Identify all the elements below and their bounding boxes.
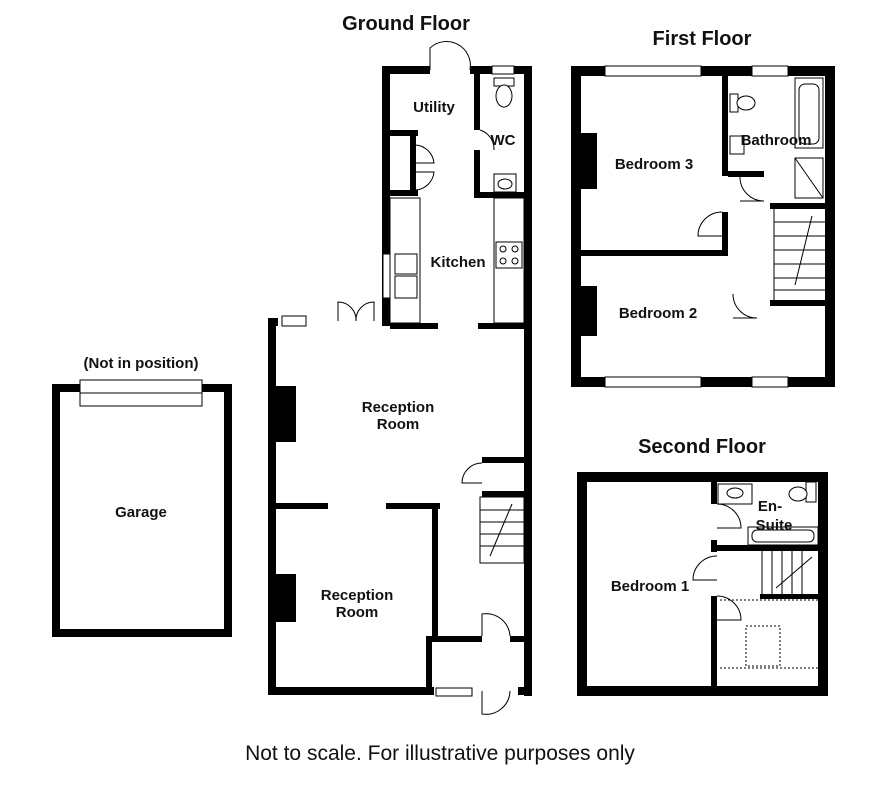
bedroom-2-label: Bedroom 2 [619,305,697,322]
bathroom-basin [729,135,745,155]
first-floor-plan: First Floor [571,28,835,388]
cupboard-door-lower [415,171,435,191]
bedroom-3-window [604,65,702,77]
reception-room-1-label-line1: Reception [362,399,435,416]
ensuite-toilet [788,486,808,502]
first-floor-staircase [773,209,825,300]
kitchen-sink [394,253,418,275]
bedroom-2-window-left [604,376,702,388]
french-door-left [337,301,357,322]
ground-window [281,315,307,327]
utility-label: Utility [413,99,455,116]
ensuite-label-line1: En- [758,498,782,515]
porch-inner-door [481,613,511,637]
bedroom-2-window-right [751,376,789,388]
reception-room-2-label-line2: Room [336,604,379,621]
loft-hatch [745,625,781,667]
bathroom-door [739,176,765,202]
wc-window [491,65,515,75]
garage-plan: (Not in position) Garage [52,355,232,637]
ensuite-label-line2: Suite [756,517,793,534]
ensuite-basin [717,483,753,505]
cupboard-door-upper [415,144,435,164]
reception-room-2-label-line1: Reception [321,587,394,604]
second-floor-staircase [761,551,813,594]
second-floor-title: Second Floor [638,436,766,458]
wc-toilet [495,84,513,108]
ground-floor-plan: Ground Floor [268,13,532,715]
front-window [435,687,473,697]
ground-floor-title: Ground Floor [342,13,470,35]
garage-position-note: (Not in position) [84,355,199,372]
ground-staircase [479,496,525,564]
bedroom-3-door [697,211,723,237]
bedroom-3-label: Bedroom 3 [615,156,693,173]
front-door [481,690,511,715]
first-floor-title: First Floor [653,28,752,50]
utility-back-door [429,41,471,71]
ensuite-cistern [805,481,817,503]
garage-label: Garage [115,504,167,521]
wc-label: WC [491,132,516,149]
bathroom-label: Bathroom [741,132,812,149]
bedroom-2-door [732,293,758,319]
hob [495,241,523,269]
french-door-right [355,301,375,322]
second-floor-plan: Second Floor [577,436,828,696]
under-stairs-door [461,462,483,484]
loft-door [716,595,742,621]
disclaimer-text: Not to scale. For illustrative purposes … [245,742,635,765]
bathroom-toilet [736,95,756,111]
bathroom-window [751,65,789,77]
kitchen-window [382,253,391,299]
wc-door [479,129,495,151]
bedroom-1-label: Bedroom 1 [611,578,689,595]
reception-room-1-label-line2: Room [377,416,420,433]
ensuite-door [716,503,742,529]
bedroom-1-door [692,555,718,581]
kitchen-label: Kitchen [430,254,485,271]
